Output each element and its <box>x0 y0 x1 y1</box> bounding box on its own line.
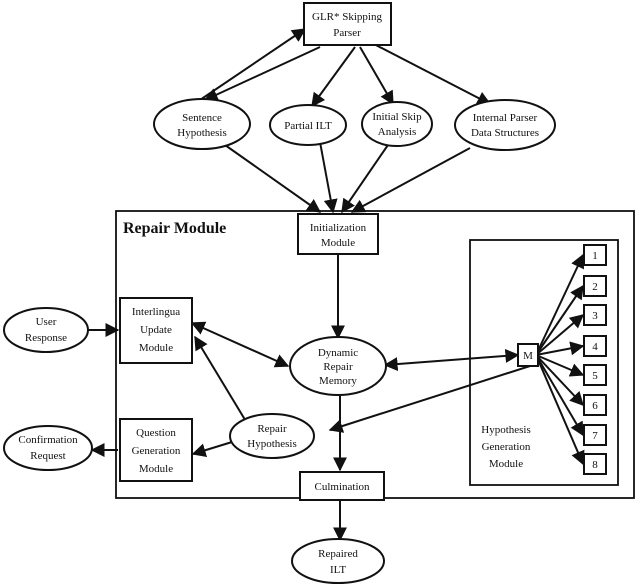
edge-skip-to-init <box>341 141 391 214</box>
node-initialization-module: Initialization Module <box>297 213 379 255</box>
edge-repair-to-question <box>191 441 233 457</box>
generator-box-5 <box>583 364 607 386</box>
initial-skip-label-1: Initial Skip <box>372 111 422 123</box>
edge-parser-to-initial-skip <box>359 46 394 106</box>
repair-hypothesis-label-1: Repair <box>257 423 287 435</box>
interlingua-label-1: Interlingua <box>132 306 180 318</box>
confirmation-label-1: Confirmation <box>18 434 78 446</box>
node-glr-parser: GLR* Skipping Parser <box>303 2 392 46</box>
glr-parser-label-1: GLR* Skipping <box>312 11 382 23</box>
node-sentence-hypothesis: Sentence Hypothesis <box>153 98 251 150</box>
node-user-response: User Response <box>3 307 89 353</box>
initialization-label-2: Module <box>321 237 355 249</box>
dynamic-memory-label-1: Dynamic <box>318 347 358 359</box>
repair-module-title: Repair Module <box>123 220 226 237</box>
node-repair-hypothesis: Repair Hypothesis <box>229 413 315 459</box>
repair-hypothesis-label-2: Hypothesis <box>247 438 297 450</box>
node-m: M <box>517 343 539 367</box>
generator-label-6: 6 <box>592 400 598 412</box>
hyp-gen-label-1: Hypothesis <box>481 424 531 436</box>
generator-box-4 <box>583 335 607 357</box>
sentence-hypothesis-label-2: Hypothesis <box>177 127 227 139</box>
generator-box-7 <box>583 424 607 446</box>
edge-parser-to-partial-ilt <box>311 46 356 108</box>
edge-memory-m <box>383 348 520 372</box>
generator-label-8: 8 <box>592 459 598 471</box>
hypothesis-generation-label: Hypothesis Generation Module <box>481 424 531 470</box>
edge-parser-to-sentence <box>203 46 321 102</box>
confirmation-label-2: Request <box>30 450 65 462</box>
edge-m-to-gen-1 <box>535 253 584 356</box>
edge-m-to-gen-6 <box>535 354 584 407</box>
repaired-ilt-label-1: Repaired <box>318 548 358 560</box>
generator-label-4: 4 <box>592 341 598 353</box>
edges-m-to-generators <box>535 253 585 466</box>
node-repaired-ilt: Repaired ILT <box>291 538 385 584</box>
generator-box-1 <box>583 244 607 266</box>
partial-ilt-label: Partial ILT <box>284 120 332 132</box>
question-gen-label-3: Module <box>139 463 173 475</box>
node-dynamic-repair-memory: Dynamic Repair Memory <box>289 336 387 396</box>
culmination-label: Culmination <box>315 481 371 493</box>
generator-box-8 <box>583 453 607 475</box>
generator-box-2 <box>583 275 607 297</box>
edge-m-to-gen-3 <box>535 314 585 356</box>
edge-m-to-gen-4 <box>535 341 585 356</box>
m-label: M <box>523 350 533 362</box>
generator-label-3: 3 <box>592 310 598 322</box>
node-initial-skip-analysis: Initial Skip Analysis <box>361 101 433 147</box>
initial-skip-label-2: Analysis <box>378 126 417 138</box>
generator-box-6 <box>583 394 607 416</box>
node-culmination: Culmination <box>299 471 385 501</box>
edge-sentence-to-init <box>224 144 322 213</box>
generator-box-3 <box>583 304 607 326</box>
dynamic-memory-label-3: Memory <box>319 375 357 387</box>
edge-m-to-gen-8 <box>535 354 585 466</box>
generator-boxes: 1 2 3 4 5 6 7 8 <box>583 244 607 475</box>
sentence-hypothesis-label-1: Sentence <box>182 112 222 124</box>
edge-parser-to-internal <box>369 41 492 105</box>
question-gen-label-1: Question <box>136 427 176 439</box>
repaired-ilt-label-2: ILT <box>330 564 346 576</box>
edge-repair-to-update <box>194 335 251 429</box>
generator-label-1: 1 <box>592 250 598 262</box>
edge-m-to-gen-7 <box>535 354 584 437</box>
edge-internal-to-init <box>350 147 471 213</box>
question-gen-label-2: Generation <box>132 445 181 457</box>
internal-parser-label-2: Data Structures <box>471 127 539 139</box>
edges <box>88 28 585 542</box>
node-partial-ilt: Partial ILT <box>269 104 347 146</box>
edge-update-memory <box>190 321 290 368</box>
glr-parser-label-2: Parser <box>333 27 361 39</box>
generator-label-5: 5 <box>592 370 598 382</box>
edge-m-to-gen-2 <box>535 284 584 356</box>
internal-parser-label-1: Internal Parser <box>473 112 538 124</box>
edge-m-to-repair <box>328 365 531 433</box>
user-response-label-1: User <box>36 316 57 328</box>
hypothesis-generation-frame <box>469 239 619 486</box>
dynamic-memory-label-2: Repair <box>323 361 353 373</box>
initialization-label-1: Initialization <box>310 222 367 234</box>
generator-label-7: 7 <box>592 430 598 442</box>
node-interlingua-update-module: Interlingua Update Module <box>119 297 193 364</box>
edge-m-to-gen-5 <box>535 354 585 377</box>
node-confirmation-request: Confirmation Request <box>3 425 93 471</box>
hyp-gen-label-2: Generation <box>482 441 531 453</box>
interlingua-label-2: Update <box>140 324 172 336</box>
edge-partial-to-init <box>319 141 338 214</box>
node-internal-parser-data: Internal Parser Data Structures <box>454 99 556 151</box>
interlingua-label-3: Module <box>139 342 173 354</box>
user-response-label-2: Response <box>25 332 67 344</box>
node-question-generation-module: Question Generation Module <box>119 418 193 482</box>
generator-label-2: 2 <box>592 281 598 293</box>
hyp-gen-label-3: Module <box>489 458 523 470</box>
edge-sentence-to-parser <box>196 28 307 103</box>
